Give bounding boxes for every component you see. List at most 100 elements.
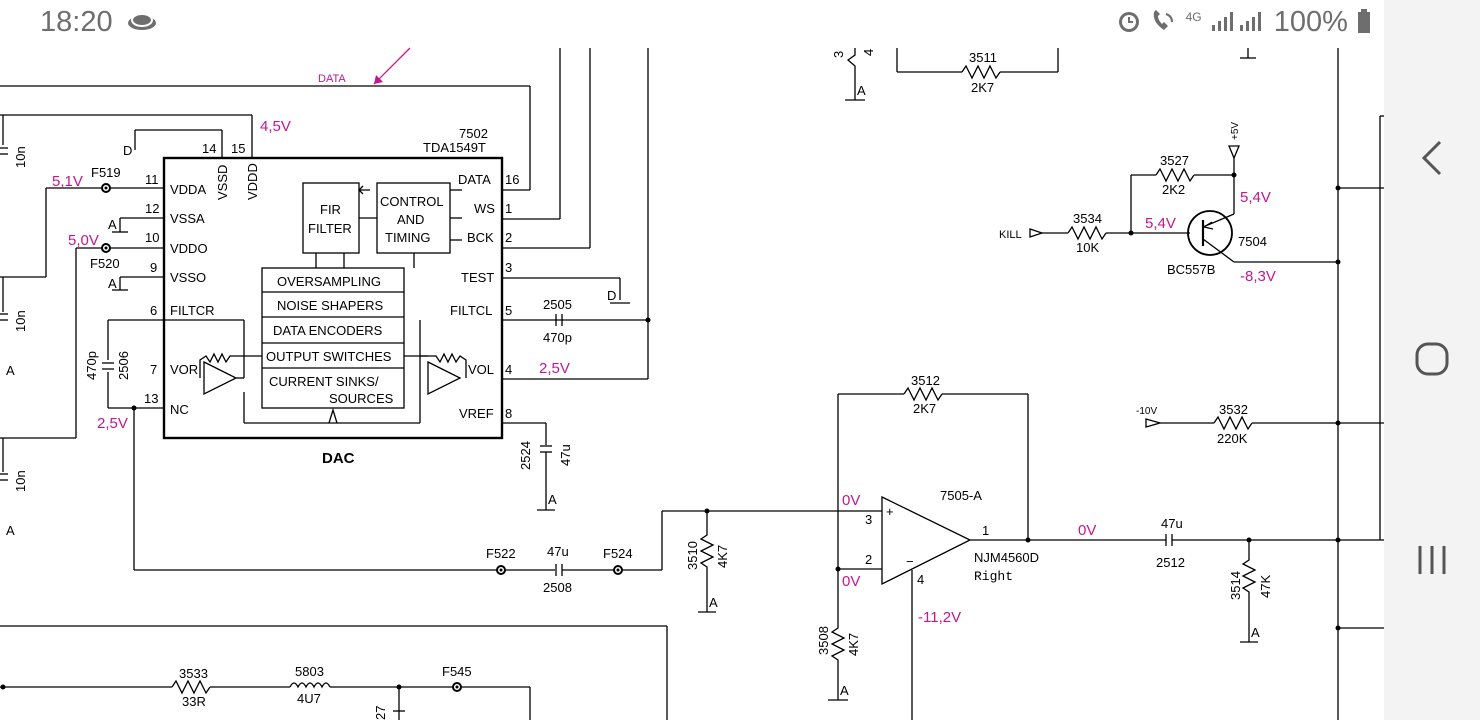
r3508-value: 4K7 [846, 633, 861, 656]
left-caps: 10n 10n 10n A A [0, 115, 110, 538]
r3511-value: 2K7 [971, 80, 994, 95]
svg-text:−: − [906, 554, 914, 569]
r3532-value: 220K [1217, 431, 1248, 446]
pin-num-10: 10 [145, 230, 159, 245]
opamp-pin4: 4 [917, 572, 924, 587]
block-output-switches: OUTPUT SWITCHES [266, 349, 392, 364]
block-current-sinks: CURRENT SINKS/ [269, 374, 379, 389]
control-line1: CONTROL [380, 194, 444, 209]
r3534-label: 3534 [1073, 211, 1102, 226]
home-button[interactable] [1384, 319, 1480, 399]
dac-ref: 7502 [459, 126, 488, 141]
cap-10n-3: 10n [13, 470, 28, 492]
pin-num-7: 7 [150, 362, 157, 377]
weather-icon [128, 13, 156, 30]
data-arrow-label: DATA [318, 73, 346, 85]
c2508-value: 47u [547, 544, 569, 559]
r3514-label: 3514 [1228, 571, 1243, 600]
kill-label: KILL [999, 229, 1022, 241]
home-icon [1415, 342, 1449, 376]
pin-ws: WS [474, 201, 495, 216]
control-line3: TIMING [385, 230, 431, 245]
opamp-side: Right [974, 569, 1013, 584]
gnd-a-vssa: A [108, 217, 117, 232]
voltage-2v5-nc: 2,5V [97, 415, 128, 432]
cap-10n-2: 10n [13, 310, 28, 332]
pin-num-8: 8 [505, 406, 512, 421]
pin-num-2: 2 [505, 230, 512, 245]
fir-line2: FILTER [308, 221, 352, 236]
gnd-d-label-1: D [123, 143, 132, 158]
control-line2: AND [397, 212, 424, 227]
c2512-label: 2512 [1156, 555, 1185, 570]
c2506-value: 470p [84, 351, 99, 380]
gnd-d-label-2: D [607, 288, 616, 303]
r3534-value: 10K [1076, 240, 1099, 255]
r3510-label: 3510 [685, 541, 700, 570]
pin-vsso: VSSO [170, 270, 206, 285]
pin-vssd: VSSD [215, 165, 230, 200]
r3514-value: 47K [1258, 575, 1273, 598]
gnd-a-3508: A [840, 683, 849, 698]
l5803-label: 5803 [295, 664, 324, 679]
pin-num-15: 15 [231, 141, 245, 156]
pin-num-5: 5 [505, 303, 512, 318]
voltage-0v-out: 0V [1078, 522, 1096, 539]
c2506-label: 2506 [116, 351, 131, 380]
back-icon [1421, 140, 1442, 176]
pin-num-16: 16 [505, 172, 519, 187]
q7504-value: BC557B [1167, 262, 1215, 277]
pin-vdda: VDDA [170, 182, 206, 197]
f524-label: F524 [603, 546, 633, 561]
f519-label: F519 [91, 165, 121, 180]
svg-text:+: + [886, 504, 894, 519]
back-button[interactable] [1384, 118, 1480, 198]
voltage-m11v2: -11,2V [918, 609, 961, 626]
r3527-value: 2K2 [1162, 182, 1185, 197]
pin-filtcr: FILTCR [170, 303, 215, 318]
voltage-2v5-vol: 2,5V [539, 360, 570, 377]
pin-num-3: 3 [505, 260, 512, 275]
pin-num-9: 9 [150, 260, 157, 275]
block-noise-shapers: NOISE SHAPERS [277, 298, 384, 313]
pin-num-1: 1 [505, 201, 512, 216]
navigation-bar [1384, 0, 1480, 720]
voltage-m8v3: -8,3V [1240, 268, 1276, 285]
pin-test: TEST [461, 270, 494, 285]
r3512-label: 3512 [911, 373, 940, 388]
pin-bck: BCK [467, 230, 494, 245]
pin-vddd: VDDD [245, 163, 260, 200]
pin-num-12: 12 [145, 201, 159, 216]
clock: 18:20 [40, 6, 113, 38]
voltage-0v-minus: 0V [842, 573, 860, 590]
fir-line1: FIR [320, 202, 341, 217]
pin-data: DATA [458, 172, 491, 187]
top-num-4: 4 [861, 49, 876, 56]
r3508-label: 3508 [816, 626, 831, 655]
status-right: 4G 100% [1116, 6, 1373, 39]
wifi-call-icon [1153, 10, 1173, 30]
signal-icon [1211, 12, 1261, 31]
c2524-label: 2524 [518, 441, 533, 470]
opamp-pin1: 1 [982, 523, 989, 538]
r3532-label: 3532 [1219, 402, 1248, 417]
voltage-5v1: 5,1V [52, 173, 83, 190]
recents-icon [1418, 546, 1446, 574]
opamp-pin2: 2 [865, 552, 872, 567]
f545-label: F545 [442, 664, 472, 679]
r3533-value: 33R [182, 694, 206, 709]
pin-vol: VOL [468, 362, 494, 377]
dac-part: TDA1549T [423, 140, 486, 155]
recents-button[interactable] [1384, 520, 1480, 600]
block-sources: SOURCES [329, 391, 394, 406]
c2512-value: 47u [1161, 516, 1183, 531]
data-arrow: DATA [318, 47, 411, 85]
r3527-label: 3527 [1160, 153, 1189, 168]
c2505-label: 2505 [543, 297, 572, 312]
minus10-label: -10V [1136, 406, 1157, 417]
schematic-canvas: DATA 7502 TDA1549T DAC 11 VDDA 12 VSSA 1… [0, 47, 1384, 720]
dac-title: DAC [322, 450, 355, 467]
network-label: 4G [1185, 10, 1202, 24]
voltage-5v4-base: 5,4V [1145, 215, 1176, 232]
pin-vddo: VDDO [170, 241, 208, 256]
